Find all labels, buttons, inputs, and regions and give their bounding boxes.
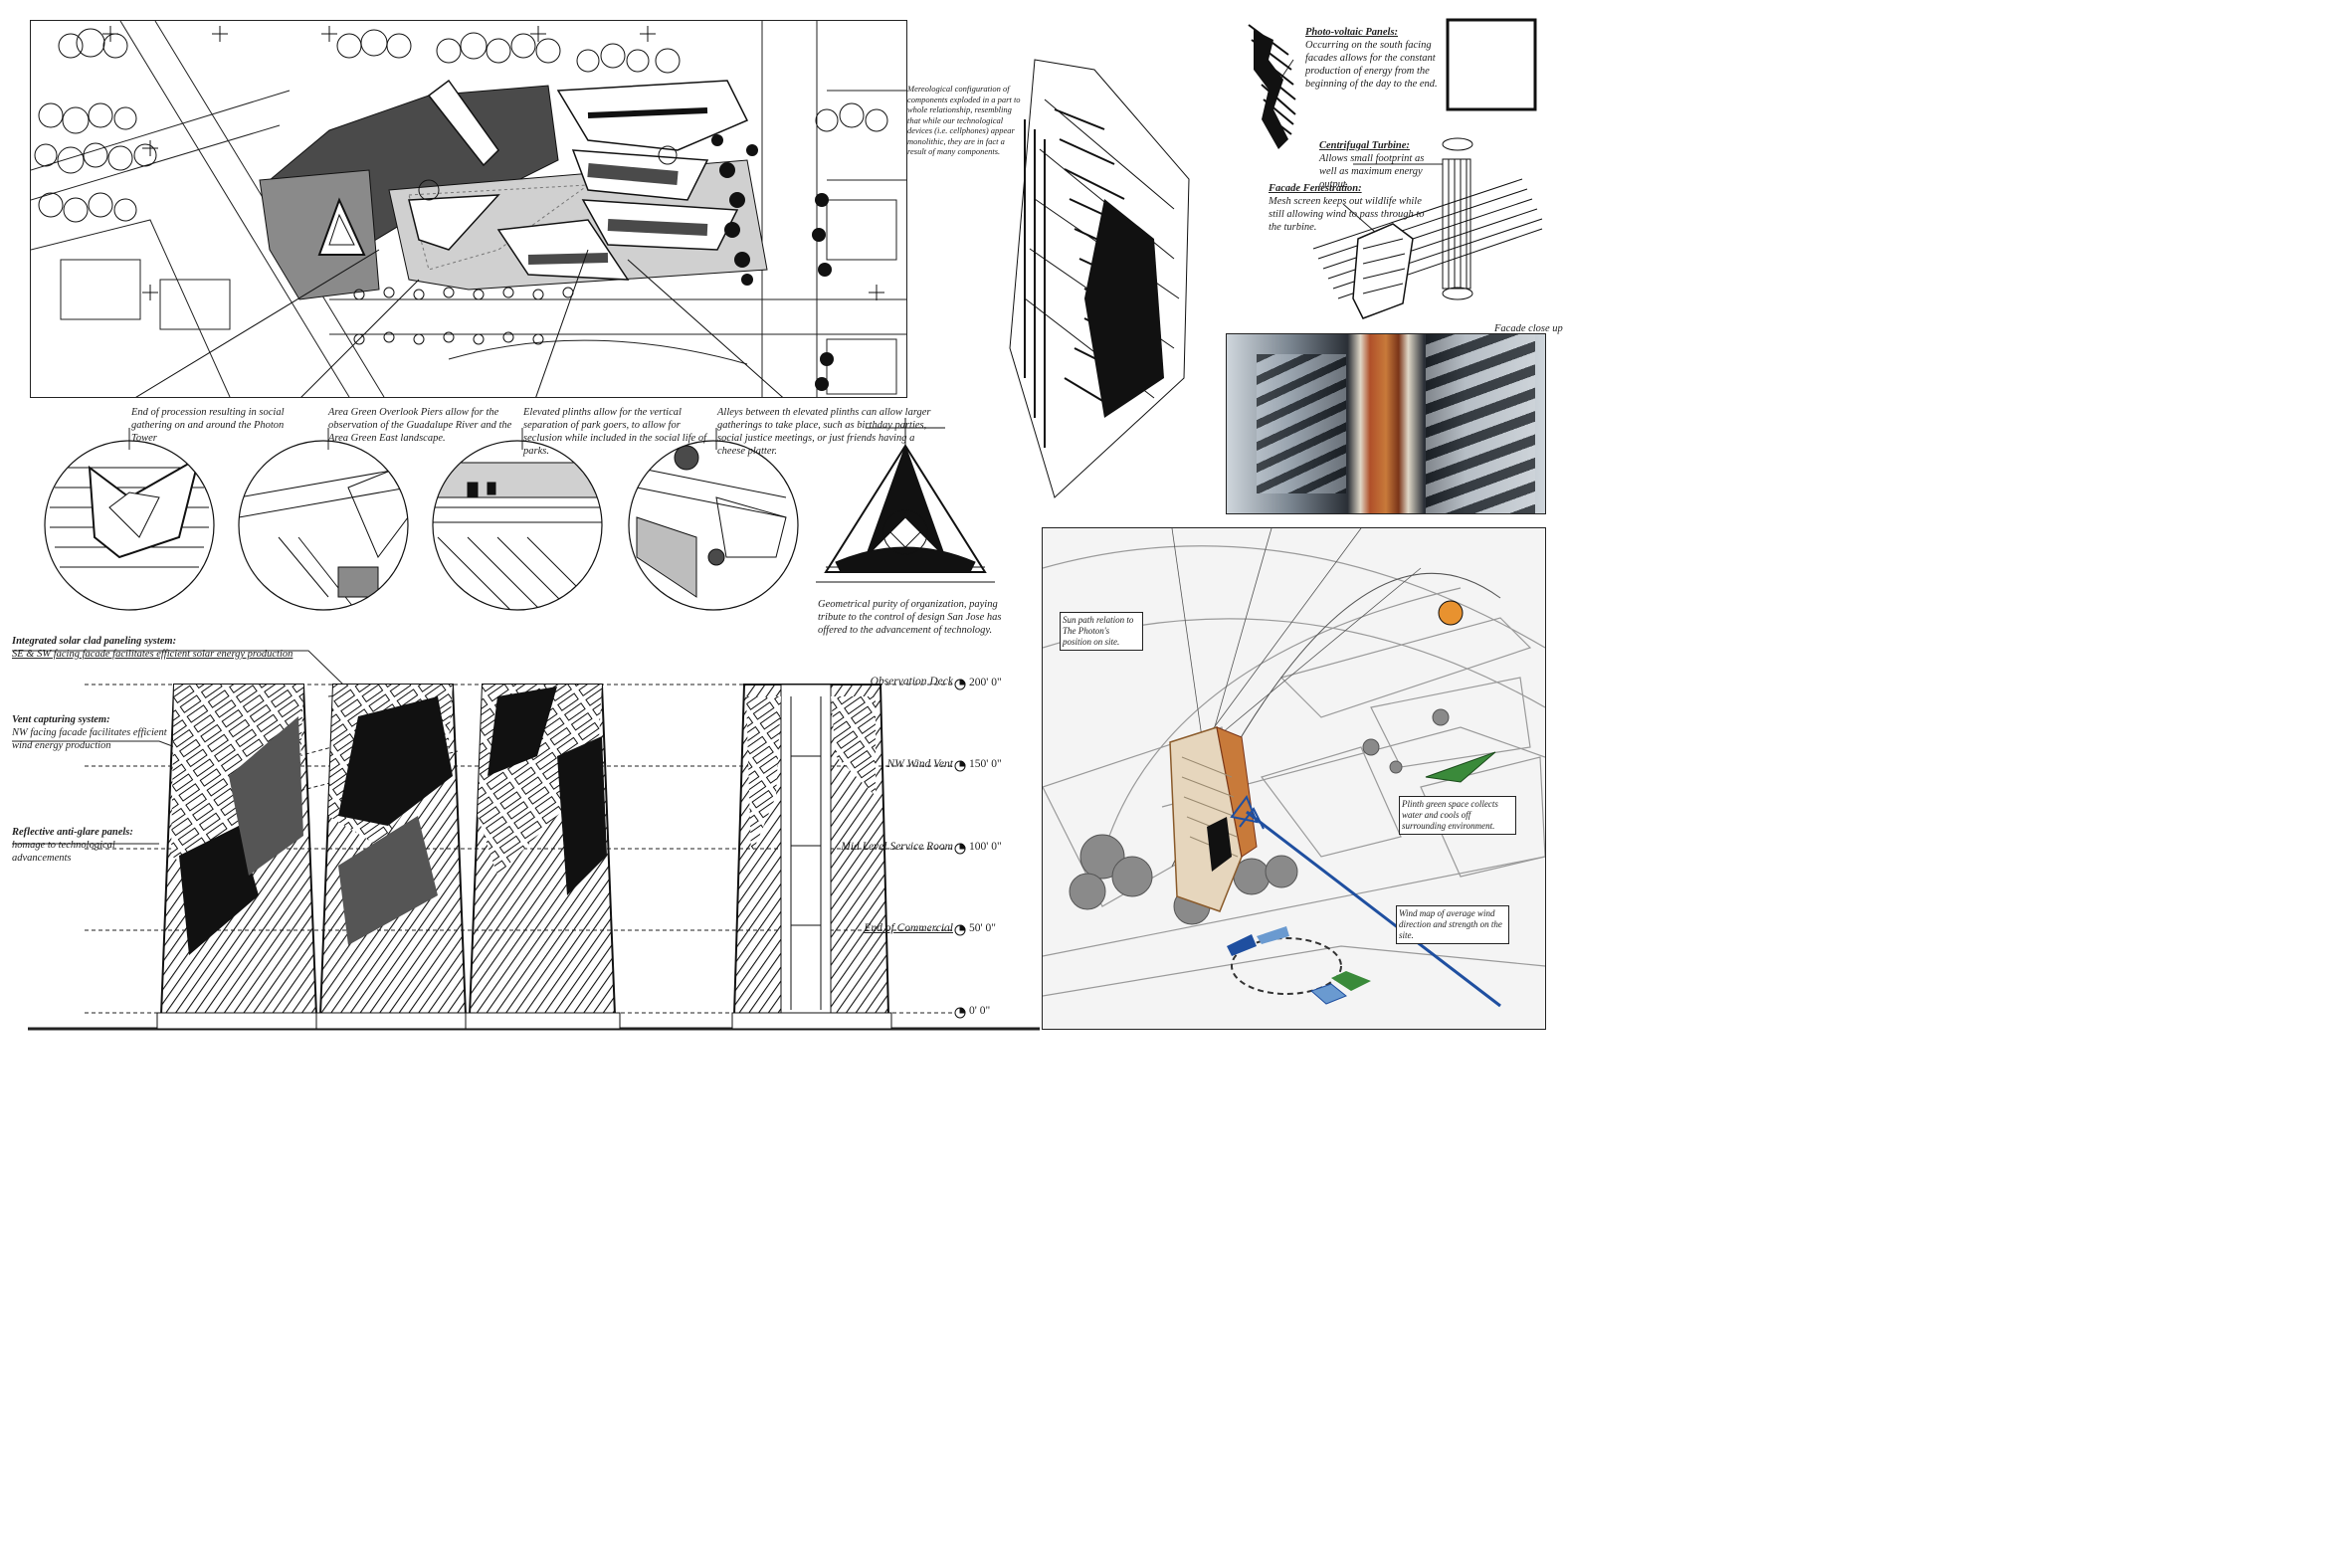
- elev-note-2-text: NW facing facade facilitates efficient w…: [12, 727, 167, 751]
- detail-circle-4-border: [628, 440, 799, 611]
- level-name-1: Observation Deck: [870, 676, 953, 687]
- legend-box: [1446, 18, 1537, 111]
- level-name-3: Mid Level Service Room: [841, 841, 953, 853]
- pv-text: Occurring on the south facing facades al…: [1305, 40, 1438, 90]
- fenestration-title: Facade Fenestration:: [1269, 183, 1362, 194]
- sun-icon: [1438, 600, 1464, 626]
- elev-note-3-title: Reflective anti-glare panels:: [12, 827, 133, 838]
- detail-caption-3: Elevated plinths allow for the vertical …: [523, 407, 707, 457]
- level-elev-3: 100' 0": [969, 841, 1002, 853]
- turbine-title: Centrifugal Turbine:: [1319, 140, 1410, 151]
- site-plan-caption: Mereological configuration of components…: [907, 84, 1021, 156]
- level-elev-1: 200' 0": [969, 677, 1002, 688]
- pv-title: Photo-voltaic Panels:: [1305, 27, 1399, 38]
- elev-note-1: Integrated solar clad paneling system: S…: [12, 635, 310, 661]
- elevation-2: [315, 684, 472, 1030]
- detail-circle-3: [433, 462, 602, 610]
- elev-note-2-title: Vent capturing system:: [12, 714, 110, 725]
- detail-circle-1: [50, 455, 209, 568]
- facade-close-up-image: [1226, 333, 1546, 514]
- site-render-drawing: [1043, 528, 1545, 1008]
- elevation-3: [465, 684, 621, 1030]
- elev-note-3: Reflective anti-glare panels: homage to …: [12, 826, 171, 865]
- level-name-4: End of Commercial: [864, 922, 953, 934]
- triangle-plan-caption: Geometrical purity of organization, payi…: [818, 599, 1002, 636]
- site-render: [1042, 527, 1546, 1030]
- detail-circle-3-border: [432, 440, 603, 611]
- facade-panel-shadow-right: [1426, 334, 1535, 513]
- render-note-plinth: Plinth green space collects water and co…: [1399, 796, 1516, 835]
- site-plan-drawing: [31, 21, 906, 397]
- site-plan: [30, 20, 907, 398]
- render-note-sun: Sun path relation to The Photon's positi…: [1060, 612, 1143, 651]
- centrifugal-turbine-icon: [1442, 137, 1473, 300]
- elev-note-1-text: SE & SW facing facade facilitates effici…: [12, 649, 294, 660]
- elevation-4: [731, 684, 892, 1030]
- pv-note: Photo-voltaic Panels: Occurring on the s…: [1305, 26, 1440, 91]
- level-elev-2: 150' 0": [969, 758, 1002, 770]
- fenestration-text: Mesh screen keeps out wildlife while sti…: [1269, 196, 1425, 233]
- level-name-2: NW Wind Vent: [886, 758, 953, 770]
- elev-note-1-title: Integrated solar clad paneling system:: [12, 636, 177, 647]
- detail-circle-1-border: [44, 440, 215, 611]
- facade-panel-shadow-left: [1257, 354, 1346, 493]
- elev-note-3-text: homage to technological advancements: [12, 840, 115, 864]
- facade-close-up-label: Facade close up: [1494, 323, 1563, 334]
- detail-caption-4: Alleys between th elevated plinths can a…: [717, 407, 931, 457]
- detail-circle-2: [239, 467, 408, 608]
- detail-circle-2-border: [238, 440, 409, 611]
- turbine-note: Centrifugal Turbine: Allows small footpr…: [1319, 139, 1439, 191]
- elev-note-2: Vent capturing system: NW facing facade …: [12, 713, 171, 752]
- level-elev-5: 0' 0": [969, 1005, 991, 1017]
- level-marker-icon: [954, 679, 966, 1019]
- render-note-wind: Wind map of average wind direction and s…: [1396, 905, 1509, 944]
- detail-circle-4: [636, 445, 787, 598]
- photovoltaic-panel-icon: [1248, 24, 1296, 135]
- elevation-1: [156, 684, 322, 1030]
- turbine-text: Allows small footprint as well as maximu…: [1319, 153, 1425, 190]
- detail-caption-1: End of procession resulting in social ga…: [131, 407, 285, 444]
- fenestration-note: Facade Fenestration: Mesh screen keeps o…: [1269, 182, 1438, 234]
- level-elev-4: 50' 0": [969, 922, 996, 934]
- wind-arrow-icon: [1246, 810, 1501, 1008]
- detail-caption-2: Area Green Overlook Piers allow for the …: [328, 407, 512, 444]
